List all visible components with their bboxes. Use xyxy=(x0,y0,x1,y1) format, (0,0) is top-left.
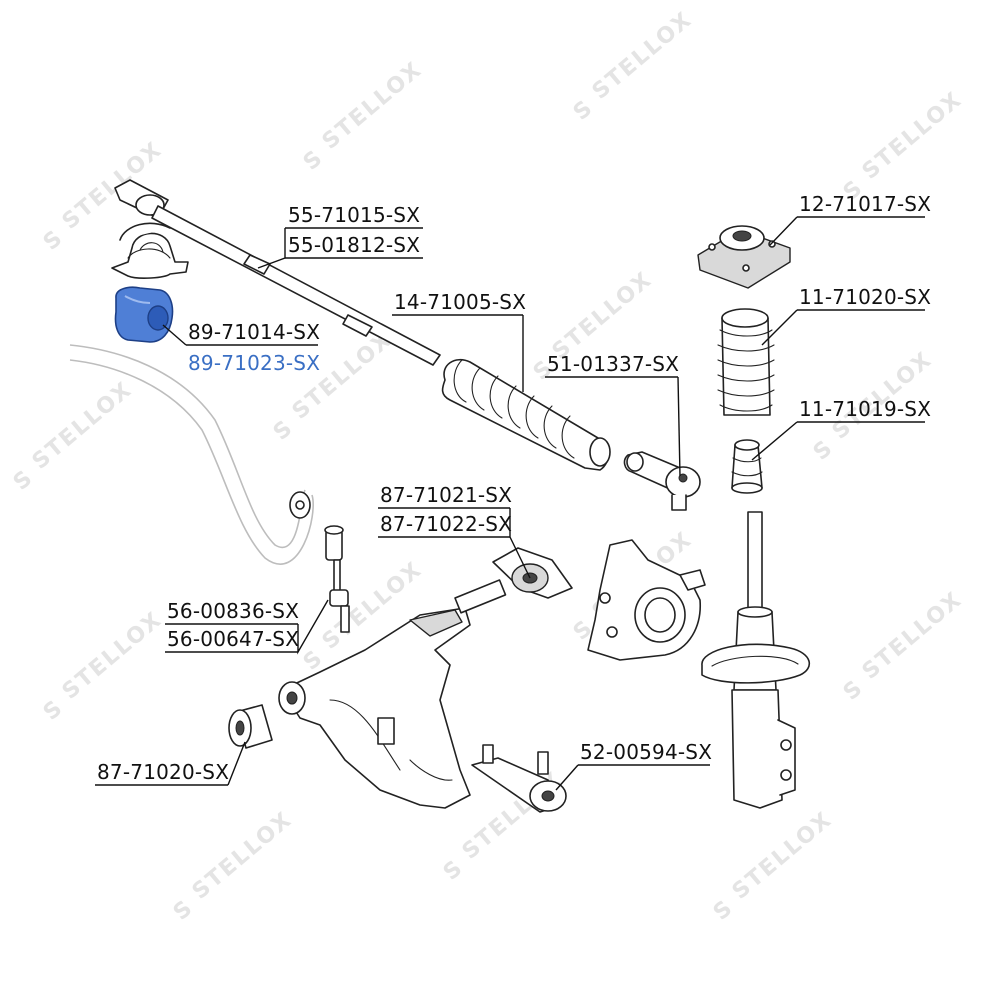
watermark-logo: STELLOX xyxy=(588,7,698,105)
part-label-87-71022[interactable]: 87-71022-SX xyxy=(380,512,512,536)
watermark-logo: STELLOX xyxy=(318,57,428,155)
lower-control-arm-drawing xyxy=(278,579,507,809)
watermark-logo: STELLOX xyxy=(828,347,938,445)
part-label-52-00594[interactable]: 52-00594-SX xyxy=(580,740,712,764)
watermark-s-icon: S xyxy=(439,855,469,886)
part-label-51-01337[interactable]: 51-01337-SX xyxy=(547,352,679,376)
part-label-89-71014[interactable]: 89-71014-SX xyxy=(188,320,320,344)
strut-mount-drawing xyxy=(697,225,791,289)
watermark-s-icon: S xyxy=(269,415,299,446)
steering-boot-drawing xyxy=(441,358,611,471)
tie-rod-end-drawing xyxy=(623,451,701,511)
watermark-logo: STELLOX xyxy=(188,807,298,905)
watermark-logo: STELLOX xyxy=(548,267,658,365)
watermark-s-icon: S xyxy=(839,675,869,706)
watermark-s-icon: S xyxy=(709,895,739,926)
watermark-s-icon: S xyxy=(169,895,199,926)
bump-stop-drawing xyxy=(731,439,763,494)
watermark-logo: STELLOX xyxy=(58,137,168,235)
ball-joint-drawing xyxy=(471,744,567,813)
watermark-s-icon: S xyxy=(39,225,69,256)
stabilizer-link-drawing xyxy=(324,525,350,633)
watermark-logo: STELLOX xyxy=(858,87,968,185)
watermark-s-icon: S xyxy=(9,465,39,496)
steering-knuckle-drawing xyxy=(587,539,706,661)
watermark-s-icon: S xyxy=(809,435,839,466)
watermark-logo: STELLOX xyxy=(858,587,968,685)
watermark-logo: STELLOX xyxy=(28,377,138,475)
front-arm-bushing-drawing xyxy=(228,704,273,749)
part-label-55-01812[interactable]: 55-01812-SX xyxy=(288,233,420,257)
inner-tie-rod-drawing xyxy=(114,179,441,366)
rear-arm-bushing-drawing xyxy=(492,547,573,599)
strut-assembly-drawing xyxy=(701,511,811,809)
watermark-logo: STELLOX xyxy=(728,807,838,905)
part-label-12-71017[interactable]: 12-71017-SX xyxy=(799,192,931,216)
stabilizer-bushing-highlighted xyxy=(114,286,174,343)
part-label-89-71023[interactable]: 89-71023-SX xyxy=(188,351,320,375)
part-label-87-71021[interactable]: 87-71021-SX xyxy=(380,483,512,507)
part-label-11-71020[interactable]: 11-71020-SX xyxy=(799,285,931,309)
part-label-14-71005[interactable]: 14-71005-SX xyxy=(394,290,526,314)
part-label-56-00647[interactable]: 56-00647-SX xyxy=(167,627,299,651)
leader-lines xyxy=(95,216,925,791)
stabilizer-bar-drawing xyxy=(69,344,314,565)
watermark-s-icon: S xyxy=(39,695,69,726)
part-labels: 55-71015-SX 55-01812-SX 89-71014-SX 89-7… xyxy=(97,192,931,784)
stabilizer-bracket xyxy=(111,222,189,279)
part-label-87-71020[interactable]: 87-71020-SX xyxy=(97,760,229,784)
watermark-logo: STELLOX xyxy=(58,607,168,705)
watermark-s-icon: S xyxy=(299,145,329,176)
part-label-56-00836[interactable]: 56-00836-SX xyxy=(167,599,299,623)
watermark-s-icon: S xyxy=(569,95,599,126)
part-label-55-71015[interactable]: 55-71015-SX xyxy=(288,203,420,227)
part-label-11-71019[interactable]: 11-71019-SX xyxy=(799,397,931,421)
dust-cover-drawing xyxy=(717,308,775,416)
